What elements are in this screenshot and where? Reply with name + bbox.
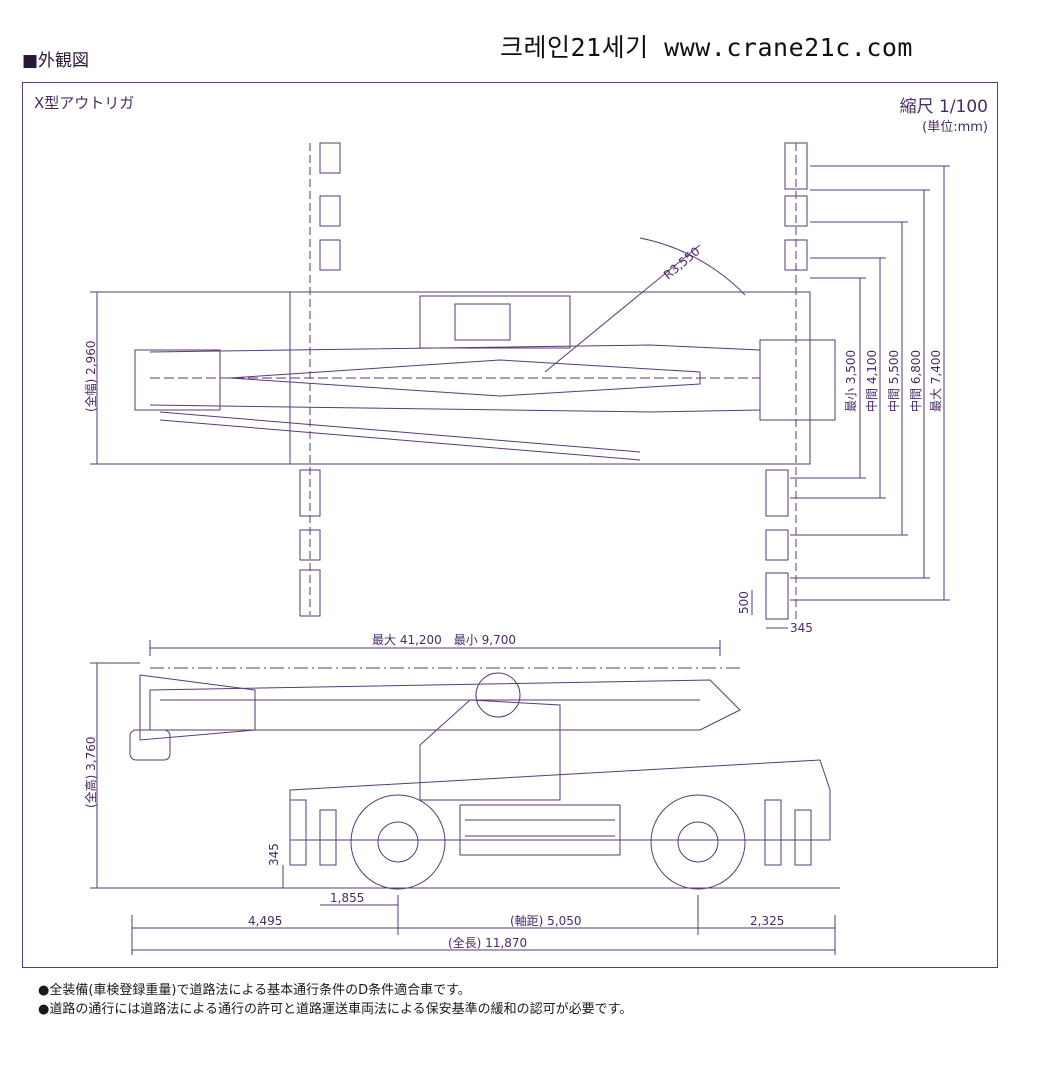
wheelbase-label: (軸距) 5,050	[510, 914, 582, 928]
drawing-frame	[22, 82, 998, 968]
notes: ●全装備(車検登録重量)で道路法による基本通行条件のD条件適合車です。 ●道路の…	[38, 981, 632, 1019]
boom-side	[139, 674, 741, 741]
note-1: ●全装備(車検登録重量)で道路法による基本通行条件のD条件適合車です。	[38, 983, 471, 998]
front-overhang-label: 4,495	[248, 914, 282, 928]
brand-watermark: 크레인21세기 www.crane21c.com	[500, 33, 913, 62]
pad-500-label: 500	[737, 591, 751, 614]
outrigger-max-label: 最大 7,400	[929, 350, 943, 412]
width-dimension-label: (全幅) 2,960	[83, 340, 98, 412]
note-2: ●道路の通行には道路法による通行の許可と道路運送車両法による保安基準の緩和の認可…	[38, 1002, 633, 1017]
outrigger-pads-left	[299, 142, 341, 617]
side-view	[90, 640, 840, 955]
outrigger-pads-right	[765, 142, 808, 620]
height-dimension-label: (全高) 3,760	[83, 736, 98, 808]
top-view	[90, 142, 950, 629]
radius-label: R3,550	[661, 244, 703, 282]
overall-length-label: (全長) 11,870	[448, 935, 527, 950]
radius-arc	[639, 237, 746, 296]
ground-clearance-label: 345	[267, 843, 281, 866]
pad-345-label: 345	[790, 621, 813, 635]
outrigger-dimensions	[751, 165, 950, 629]
front-wheel	[350, 794, 446, 890]
unit-label: (単位:mm)	[922, 120, 988, 135]
rear-overhang-label: 2,325	[750, 914, 784, 928]
boom-top	[134, 344, 761, 461]
section-title: ■外観図	[22, 51, 90, 71]
scale-label: 縮尺 1/100	[899, 97, 988, 117]
outrigger-min-label: 最小 3,500	[844, 350, 858, 412]
rear-wheel	[650, 794, 746, 890]
boom-length-label: 最大 41,200 最小 9,700	[372, 633, 516, 647]
hook-block	[129, 729, 171, 761]
outrigger-mid1-label: 中間 4,100	[864, 350, 879, 412]
outrigger-type-label: X型アウトリガ	[34, 94, 135, 112]
outrigger-mid2-label: 中間 5,500	[886, 350, 901, 412]
dim-1855-label: 1,855	[330, 891, 364, 905]
outrigger-mid3-label: 中間 6,800	[908, 350, 923, 412]
